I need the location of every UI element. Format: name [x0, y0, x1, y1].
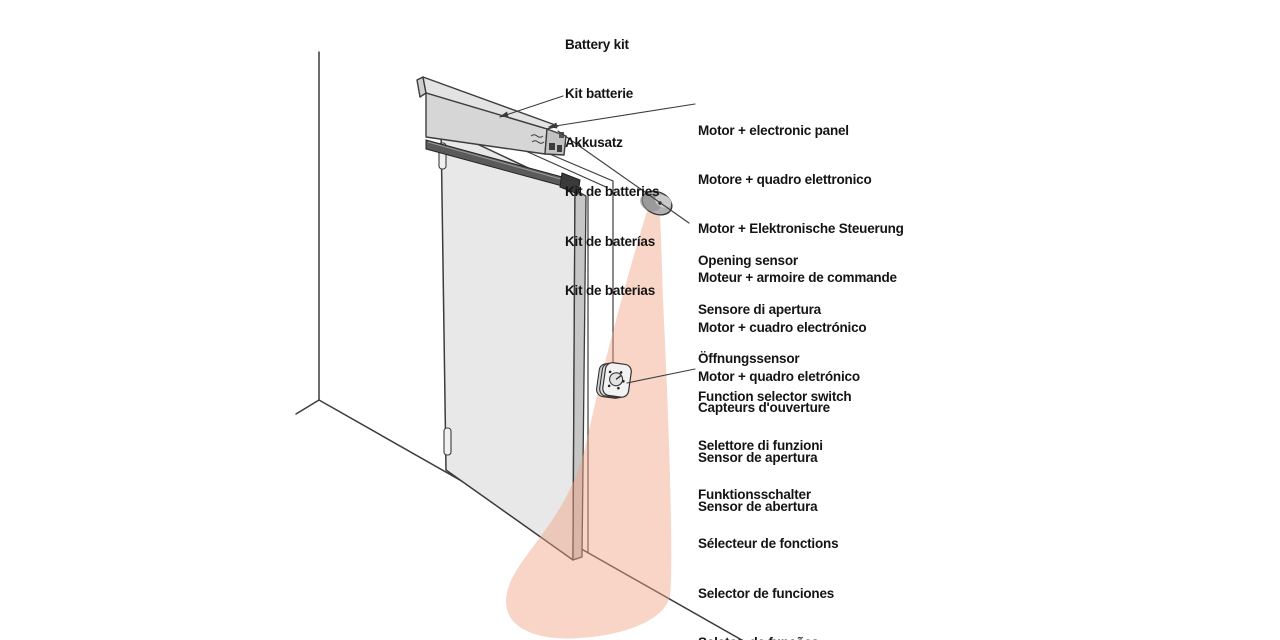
label-line: Kit de baterías [565, 233, 656, 249]
label-opening-sensor: Opening sensor Sensore di apertura Öffnu… [698, 220, 830, 548]
label-line: Capteurs d'ouverture [698, 400, 830, 416]
label-line: Sensor de apertura [698, 449, 818, 465]
release-marks [530, 134, 545, 144]
label-function-selector-switch: Function selector switch Selettore di fu… [698, 356, 852, 640]
slide-rail [425, 139, 581, 195]
label-line: Sensor de abertura [698, 498, 818, 514]
label-line: Akkusatz [565, 135, 623, 151]
motor-leader-arrowhead [548, 122, 558, 129]
label-line: Selettore di funzioni [698, 438, 823, 454]
label-line: Function selector switch [698, 388, 852, 404]
label-line: Kit batterie [565, 86, 634, 102]
switch-dial-positions [607, 370, 625, 390]
label-line: Motor + electronic panel [698, 122, 849, 138]
label-line: Sensore di apertura [698, 302, 821, 318]
end-panel-connectors [549, 132, 564, 152]
frame-header-inner [518, 147, 607, 188]
label-line: Moteur + armoire de commande [698, 270, 897, 286]
label-line: Seletor de funções [698, 635, 851, 640]
floor-edge-left [295, 399, 320, 415]
label-line: Öffnungssensor [698, 351, 800, 367]
label-line: Battery kit [565, 36, 629, 52]
door-hinge-bottom [443, 427, 452, 456]
label-motor-electronic-panel: Motor + electronic panel Motore + quadro… [698, 90, 904, 418]
label-line: Selector de funciones [698, 585, 835, 601]
label-line: Funktionsschalter [698, 487, 811, 503]
function-selector-switch [596, 362, 632, 399]
label-line: Motor + Elektronische Steuerung [698, 221, 904, 237]
opening-sensor [640, 190, 673, 216]
label-line: Motor + cuadro electrónico [698, 319, 867, 335]
door-face [440, 126, 576, 561]
slide-rail-highlight [427, 141, 576, 184]
motor-unit [416, 76, 567, 156]
motor-leader-line [548, 103, 696, 128]
label-line: Opening sensor [698, 252, 798, 268]
battery-leader-line [499, 95, 564, 118]
slide-rail-end-block [559, 172, 581, 195]
label-line: Motor + quadro eletrónico [698, 368, 860, 384]
detection-cone [505, 211, 672, 639]
label-battery-kit: Battery kit Kit batterie Akkusatz Kit de… [565, 4, 660, 332]
battery-leader-arrowhead [499, 111, 509, 117]
door [438, 126, 587, 561]
sensor-leader-line [557, 130, 690, 224]
label-line: Sélecteur de fonctions [698, 536, 839, 552]
door-edge [572, 189, 587, 561]
label-line: Kit de batteries [565, 184, 660, 200]
switch-leader-line [626, 368, 696, 384]
label-line: Kit de baterias [565, 282, 656, 298]
switch-dial-pointer [615, 374, 622, 380]
label-line: Motore + quadro elettronico [698, 172, 872, 188]
